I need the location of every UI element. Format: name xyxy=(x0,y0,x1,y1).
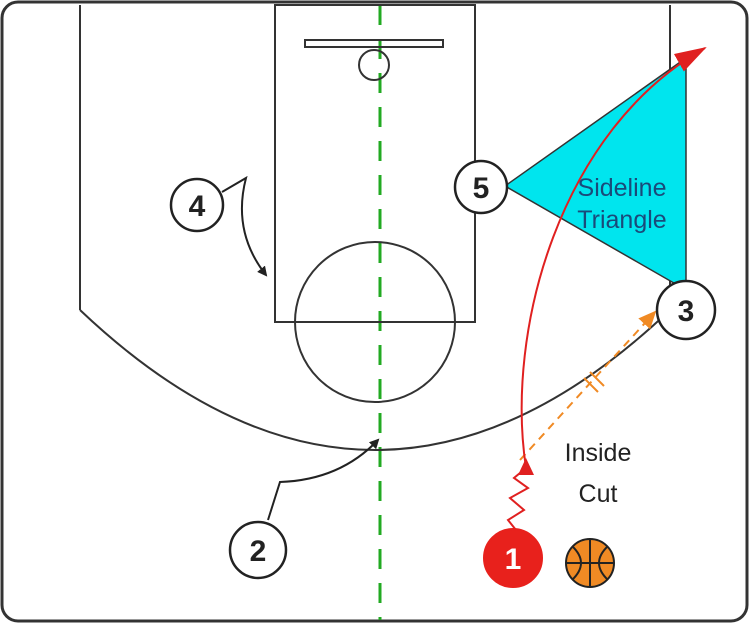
player-3-label: 3 xyxy=(678,295,695,328)
player-1: 1 xyxy=(483,528,543,588)
inside-cut-zigzag xyxy=(506,467,530,531)
player-4-arrow xyxy=(221,175,268,277)
triangle-label-line2: Triangle xyxy=(577,206,666,234)
player-4-label: 4 xyxy=(189,190,206,223)
triangle-label-line1: Sideline xyxy=(578,174,667,202)
player-3-circle xyxy=(655,279,717,341)
player-3: 3 xyxy=(655,279,717,341)
player-5: 5 xyxy=(453,159,509,215)
player-4-circle xyxy=(169,177,225,233)
player-2: 2 xyxy=(228,520,288,580)
player-1-circle xyxy=(483,528,543,588)
rim xyxy=(358,49,390,81)
player-1-label: 1 xyxy=(505,543,522,576)
player-2-arrow xyxy=(267,438,380,521)
basketball-icon xyxy=(565,538,615,588)
player-2-label: 2 xyxy=(250,535,267,568)
inside-cut-midarrow xyxy=(518,458,534,475)
free-throw-circle xyxy=(294,241,456,403)
backboard xyxy=(304,39,444,48)
player-5-circle xyxy=(453,159,509,215)
player-4: 4 xyxy=(169,177,225,233)
sideline-triangle xyxy=(503,56,687,292)
player-5-label: 5 xyxy=(473,172,490,205)
pass-arrow xyxy=(519,310,657,461)
inside-cut-label-line2: Cut xyxy=(579,480,618,508)
pass-tick-2 xyxy=(589,371,605,387)
pass-tick-1 xyxy=(583,377,599,393)
inside-cut-arrow xyxy=(520,47,707,469)
player-2-circle xyxy=(228,520,288,580)
inside-cut-label-line1: Inside xyxy=(565,439,632,467)
